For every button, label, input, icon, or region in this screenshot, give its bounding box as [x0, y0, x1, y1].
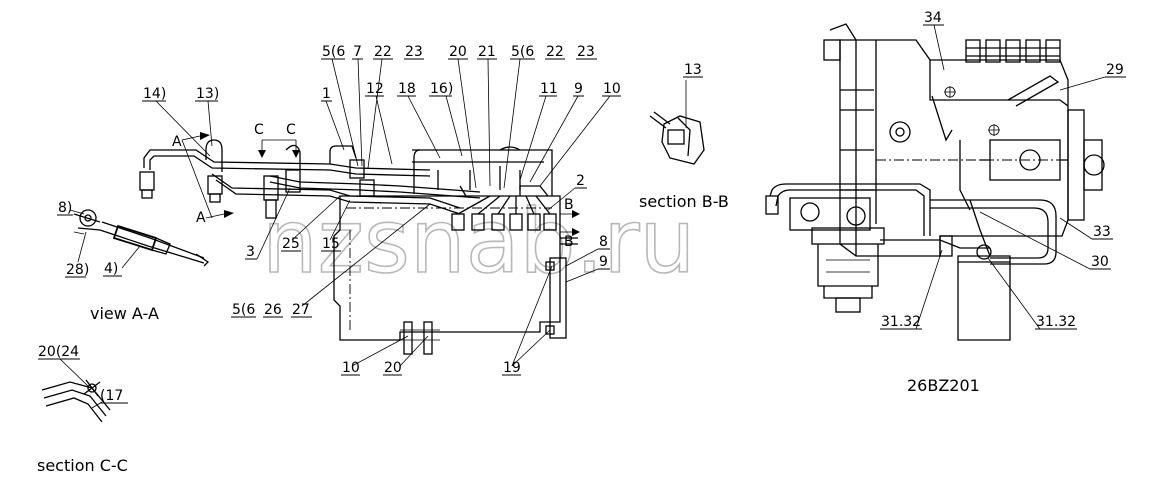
callout-31-32-right: 31.32 — [1036, 314, 1076, 330]
callout-3: 3 — [246, 244, 255, 260]
callout-13-section: 13 — [684, 62, 702, 78]
callout-34: 34 — [924, 10, 942, 26]
callout-9-pump: 9 — [599, 254, 608, 270]
callout-30: 30 — [1091, 254, 1109, 270]
callout-12: 12 — [366, 81, 384, 97]
callout-10-bottom: 10 — [342, 360, 360, 376]
fuel-pump-assembly — [333, 146, 578, 355]
callout-25: 25 — [282, 236, 300, 252]
callout-17: (17 — [100, 388, 123, 404]
marker-b-lower: B — [564, 234, 574, 250]
callout-10-top: 10 — [603, 81, 621, 97]
callout-7: 7 — [353, 44, 362, 60]
callout-26: 26 — [264, 302, 282, 318]
caption-view-aa: view A-A — [90, 304, 159, 323]
callout-13-top: 13) — [196, 86, 219, 102]
callout-31-32-left: 31.32 — [881, 314, 921, 330]
callout-2: 2 — [576, 173, 585, 189]
view-aa-injector — [69, 209, 210, 267]
marker-a-lower: A — [196, 210, 206, 226]
fuel-return-pipes — [765, 183, 1057, 265]
callout-11: 11 — [540, 81, 558, 97]
marker-a-upper: A — [172, 134, 182, 150]
callout-5-6-b: 5(6 — [511, 44, 534, 60]
marker-b-upper: B — [564, 197, 574, 213]
callout-5-6-a: 5(6 — [322, 44, 345, 60]
callout-19: 19 — [503, 360, 521, 376]
callout-29: 29 — [1106, 62, 1124, 78]
callout-9-top: 9 — [574, 81, 583, 97]
callout-20-24: 20(24 — [38, 344, 79, 360]
callout-18: 18 — [398, 81, 416, 97]
fuel-filter-left — [789, 197, 885, 313]
callout-16: 16) — [430, 81, 453, 97]
callout-23-b: 23 — [577, 44, 595, 60]
right-pump-view — [823, 23, 1105, 257]
callout-5-6-c: 5(6 — [232, 302, 255, 318]
callout-8-pump: 8 — [599, 234, 608, 250]
caption-section-bb: section B-B — [639, 192, 729, 211]
callout-21: 21 — [478, 44, 496, 60]
callout-14: 14) — [143, 86, 166, 102]
caption-section-cc: section C-C — [37, 456, 128, 475]
callout-4: 4) — [104, 261, 118, 277]
callout-22-b: 22 — [546, 44, 564, 60]
marker-c-left: C — [254, 122, 264, 138]
callout-8-view: 8) — [58, 200, 72, 216]
drawing-code: 26BZ201 — [907, 376, 980, 395]
callout-33: 33 — [1093, 224, 1111, 240]
marker-c-right: C — [286, 122, 296, 138]
callout-23-a: 23 — [405, 44, 423, 60]
section-bb-detail — [649, 80, 705, 165]
section-cc-detail — [41, 379, 111, 423]
fuel-filter-right — [939, 235, 1011, 341]
callout-27: 27 — [292, 302, 310, 318]
callout-22-a: 22 — [374, 44, 392, 60]
callout-1: 1 — [322, 86, 331, 102]
callout-15: 15 — [322, 236, 340, 252]
callout-20-top: 20 — [449, 44, 467, 60]
callout-28: 28) — [66, 262, 89, 278]
callout-20-bottom: 20 — [384, 360, 402, 376]
